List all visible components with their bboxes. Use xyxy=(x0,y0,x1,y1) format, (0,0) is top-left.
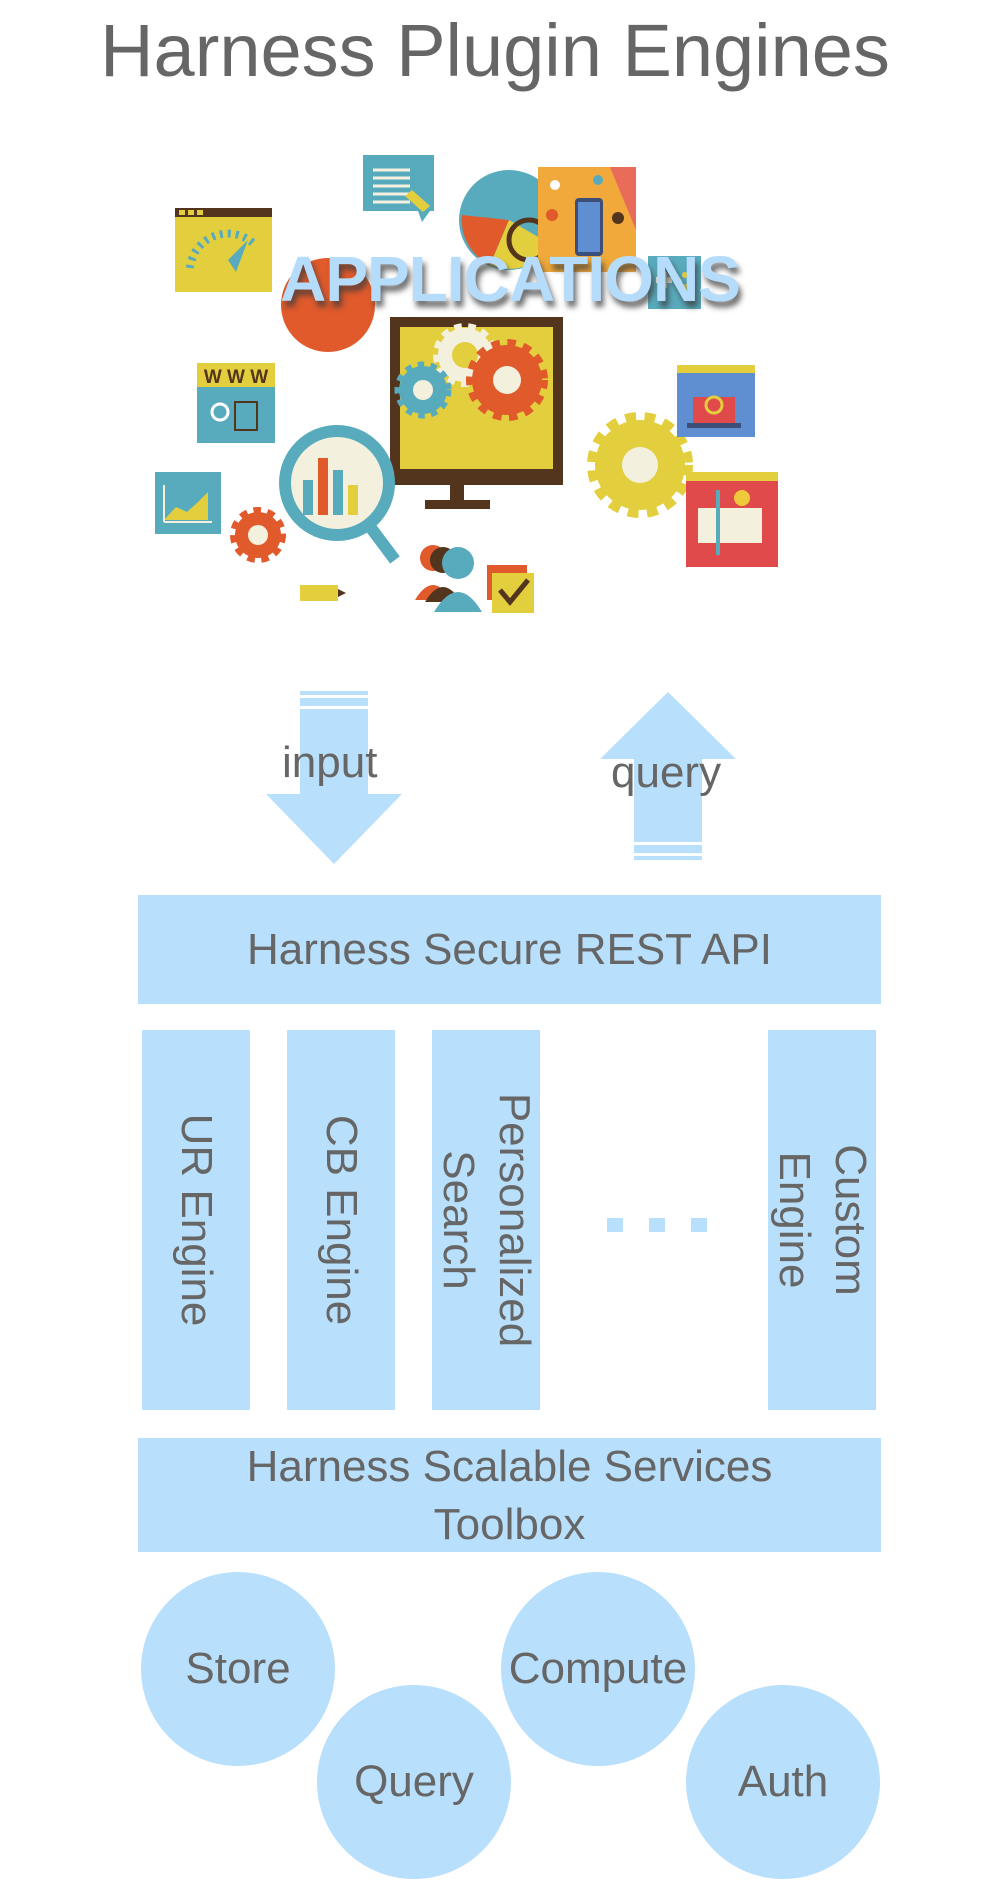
pie-chart-icon xyxy=(459,170,559,270)
engine-custom: Custom Engine xyxy=(768,1030,876,1410)
applications-illustration: W W W xyxy=(155,155,778,613)
query-label: query xyxy=(611,748,722,797)
service-compute: Compute xyxy=(501,1572,695,1766)
www-card-icon: W W W xyxy=(197,363,275,443)
rest-api-block: Harness Secure REST API xyxy=(138,895,881,1004)
engine-label: Personalized Search xyxy=(434,1092,539,1348)
text-bubble-icon xyxy=(363,155,434,222)
engine-personalized-search: Personalized Search xyxy=(432,1030,540,1410)
orange-circle-decoration xyxy=(281,258,375,352)
ellipsis-dot xyxy=(691,1218,707,1232)
service-auth: Auth xyxy=(686,1685,880,1879)
users-group-icon xyxy=(415,545,482,612)
input-label: input xyxy=(282,738,378,787)
service-label: Store xyxy=(185,1644,291,1693)
pencil-icon xyxy=(300,585,346,601)
mobile-apps-icon xyxy=(538,167,636,272)
service-label: Auth xyxy=(737,1757,829,1806)
service-label: Compute xyxy=(508,1644,688,1693)
yellow-gear-icon xyxy=(587,412,693,518)
cloud-laptop-icon xyxy=(677,365,755,437)
service-query: Query xyxy=(317,1685,511,1879)
page-title: Harness Plugin Engines xyxy=(100,9,890,92)
gear-icon xyxy=(394,361,452,419)
ellipsis-dot xyxy=(649,1218,665,1232)
design-tools-icon xyxy=(686,472,778,567)
gear-icon xyxy=(466,339,548,421)
engine-ur: UR Engine xyxy=(142,1030,250,1410)
services-toolbox-block: Harness Scalable Services Toolbox xyxy=(138,1438,881,1552)
orange-gear-icon xyxy=(230,507,286,563)
speedometer-window-icon xyxy=(175,208,272,292)
engine-label: CB Engine xyxy=(317,1114,366,1326)
engine-label: Custom Engine xyxy=(770,1144,875,1296)
services-label-line1: Harness Scalable Services xyxy=(246,1442,773,1491)
gamepad-icon xyxy=(648,256,701,309)
line-chart-icon xyxy=(155,472,221,534)
input-arrow-icon xyxy=(266,691,402,864)
service-store: Store xyxy=(141,1572,335,1766)
query-arrow-icon xyxy=(600,692,736,860)
service-label: Query xyxy=(354,1757,474,1806)
applications-label: APPLICATIONS xyxy=(280,243,741,315)
svg-text:W W W: W W W xyxy=(204,367,268,388)
services-label-line2: Toolbox xyxy=(433,1500,586,1549)
engine-label: UR Engine xyxy=(172,1113,221,1327)
engine-cb: CB Engine xyxy=(287,1030,395,1410)
checkmark-folder-icon xyxy=(487,565,534,613)
monitor-icon xyxy=(390,317,563,509)
rest-api-label: Harness Secure REST API xyxy=(247,924,772,974)
ellipsis-dot xyxy=(607,1218,623,1232)
magnifier-chart-icon xyxy=(279,425,400,564)
